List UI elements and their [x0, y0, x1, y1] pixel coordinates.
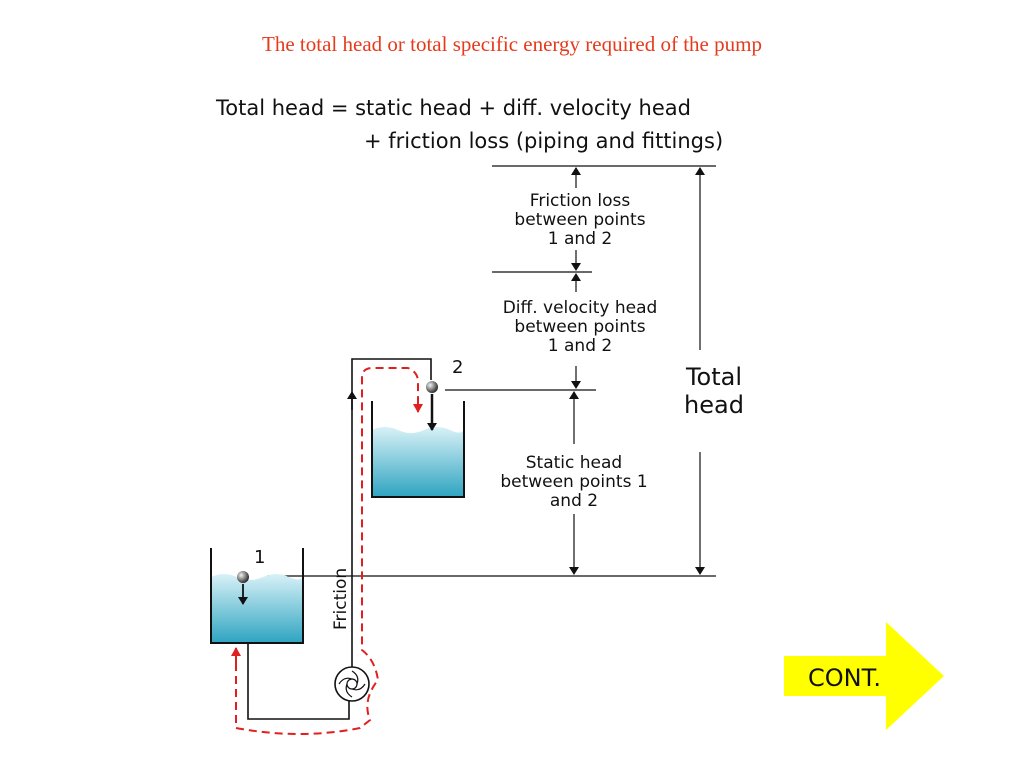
point-1-ball: [237, 571, 249, 583]
pipe-suction: [247, 643, 350, 720]
lower-tank-walls: [210, 548, 304, 644]
pipe-discharge: [351, 358, 432, 667]
total-head-label-1: Total: [685, 363, 742, 391]
velocity-head-label-1: Diff. velocity head: [503, 298, 658, 318]
slide-title: The total head or total specific energy …: [262, 32, 762, 56]
static-head-label-3: and 2: [550, 491, 598, 511]
static-head-label-1: Static head: [526, 453, 622, 473]
upper-tank-water: [372, 427, 464, 497]
friction-pipe-label: Friction: [331, 568, 351, 630]
point-2-label: 2: [452, 357, 463, 378]
total-head-label-2: head: [684, 391, 744, 419]
flow-path-dashed: [235, 367, 423, 735]
pump-icon: [334, 666, 370, 702]
friction-loss-label-1: Friction loss: [530, 191, 631, 211]
velocity-head-label-3: 1 and 2: [548, 336, 612, 356]
point-1-label: 1: [254, 547, 265, 568]
lower-tank-water: [211, 574, 303, 643]
equation-line-1: Total head = static head + diff. velocit…: [215, 96, 691, 120]
point-2-ball: [426, 381, 438, 393]
static-head-label-2: between points 1: [500, 472, 647, 492]
equation-line-2: + friction loss (piping and fittings): [364, 129, 723, 153]
upper-tank-walls: [371, 401, 465, 498]
continue-label[interactable]: CONT.: [808, 664, 881, 692]
continue-arrow-shape: [784, 622, 944, 730]
friction-loss-label-2: between points: [514, 210, 645, 230]
friction-loss-label-3: 1 and 2: [548, 229, 612, 249]
velocity-head-label-2: between points: [514, 317, 645, 337]
continue-arrow-button[interactable]: CONT.: [784, 622, 946, 730]
